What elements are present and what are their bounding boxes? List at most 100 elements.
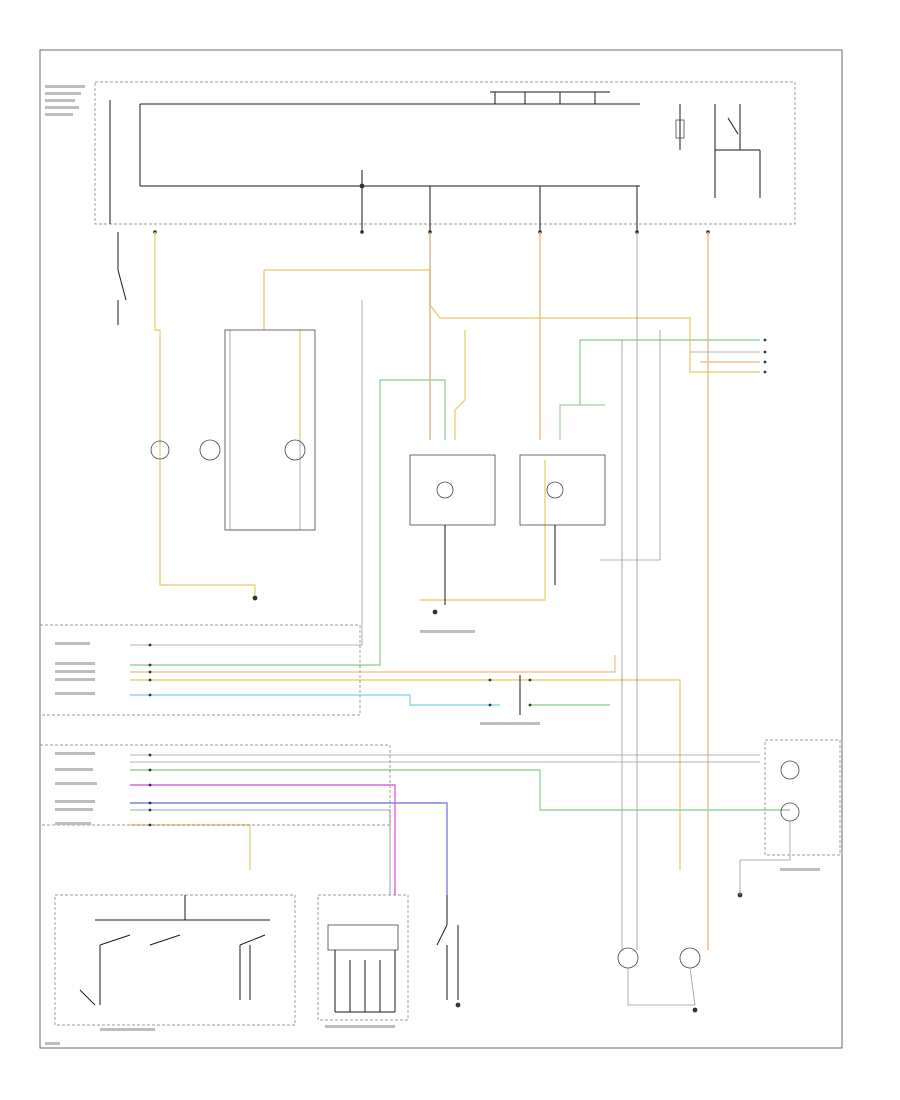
- connector-pin: [148, 801, 152, 805]
- headlamp-switch-contacts: [79, 895, 270, 1006]
- connector-pin: [763, 350, 767, 354]
- relay-coil: [675, 119, 685, 139]
- connector-block-left: [39, 624, 361, 716]
- label-mark: [420, 630, 475, 633]
- tail-lamp-box-right: [519, 454, 606, 526]
- ground-icon: [359, 183, 365, 189]
- lamp-module-left: [224, 329, 316, 531]
- bulb-icon: [617, 947, 639, 969]
- wire-green: [579, 339, 760, 405]
- wire-yellow: [454, 330, 466, 440]
- label-mark: [55, 678, 95, 681]
- wire-blue: [130, 809, 391, 895]
- wire-yellow: [130, 824, 251, 870]
- label-mark: [45, 85, 85, 88]
- wire-gray: [229, 330, 301, 531]
- wire-gray: [130, 300, 363, 646]
- relay-flasher: [675, 104, 761, 198]
- connector-pin: [488, 703, 492, 707]
- bulb-icon: [780, 802, 800, 822]
- label-mark: [55, 670, 95, 673]
- switch-arm: [149, 934, 181, 946]
- connector-block-left-2: [39, 744, 391, 826]
- lamp-bulb-left: [150, 439, 306, 461]
- label-mark: [45, 1042, 60, 1045]
- wire-gray: [689, 967, 696, 1006]
- label-mark: [480, 722, 540, 725]
- label-mark: [55, 642, 90, 645]
- bulb-icon: [436, 481, 454, 499]
- tail-lamp-box-left: [409, 454, 496, 526]
- tail-lamp-internals: [436, 481, 564, 605]
- multifunction-switch-contacts: [327, 924, 399, 1013]
- label-mark: [45, 113, 73, 116]
- label-mark: [55, 662, 95, 665]
- label-mark: [55, 692, 95, 695]
- label-mark: [55, 808, 93, 811]
- fuse-group: [490, 91, 610, 104]
- label-mark: [100, 1028, 155, 1031]
- headlamp-switch-box: [54, 894, 296, 1026]
- label-mark: [45, 92, 81, 95]
- wire-green: [130, 769, 790, 811]
- ground-icon: [432, 609, 438, 615]
- inline-connector-center: [488, 675, 532, 715]
- multifunction-switch-box: [317, 894, 409, 1021]
- connector-pin: [148, 678, 152, 682]
- label-marks: [45, 85, 820, 1045]
- trailer-connector: [690, 338, 767, 374]
- connector-pin: [148, 663, 152, 667]
- left-connector-pins: [148, 643, 152, 827]
- connector-pin: [148, 753, 152, 757]
- label-mark: [780, 868, 820, 871]
- diagram-frame: [39, 49, 843, 1049]
- connector-pin: [763, 338, 767, 342]
- wire-yellow: [130, 679, 681, 870]
- connector-pin: [763, 360, 767, 364]
- wire-magenta: [130, 784, 396, 895]
- wire-green: [559, 404, 605, 440]
- ground-icon: [455, 1002, 461, 1008]
- connector-pin: [488, 678, 492, 682]
- connector-pin: [148, 768, 152, 772]
- label-mark: [55, 800, 95, 803]
- green-wires: [130, 339, 790, 811]
- bulb-icon: [780, 760, 800, 780]
- label-mark: [325, 1025, 395, 1028]
- connector-pin: [528, 703, 532, 707]
- wire-yellow: [264, 269, 760, 373]
- front-lamps: [617, 947, 701, 1006]
- switch-arm: [79, 989, 96, 1006]
- switch-contact-block: [327, 924, 399, 951]
- connector-pin: [148, 670, 152, 674]
- gray-wires: [130, 232, 760, 950]
- wire-yellow: [420, 460, 546, 601]
- junction-connectors: [153, 230, 710, 234]
- wire-blue: [130, 802, 448, 895]
- hazard-switch: [436, 895, 459, 1000]
- ground-icon: [692, 1007, 698, 1013]
- wire-yellow: [154, 232, 256, 595]
- bulb-icon: [679, 947, 701, 969]
- bulb-icon: [546, 481, 564, 499]
- switch-arm: [117, 269, 127, 301]
- connector-pin: [148, 823, 152, 827]
- wire-gray: [600, 330, 661, 561]
- ground-icon: [252, 595, 258, 601]
- switch-arm: [99, 934, 131, 946]
- ground-points: [252, 183, 743, 1013]
- bulb-icon: [150, 440, 170, 460]
- connector-pin: [148, 808, 152, 812]
- switch-arm: [239, 934, 266, 946]
- label-mark: [55, 782, 97, 785]
- connector-pin: [148, 783, 152, 787]
- connector-pin: [763, 370, 767, 374]
- junction-block-outline: [94, 81, 796, 225]
- label-mark: [45, 106, 79, 109]
- label-mark: [55, 822, 91, 825]
- switch-arm: [436, 924, 448, 946]
- bulb-icon: [284, 439, 306, 461]
- right-lamp-assembly: [764, 739, 841, 856]
- connector-pin: [148, 643, 152, 647]
